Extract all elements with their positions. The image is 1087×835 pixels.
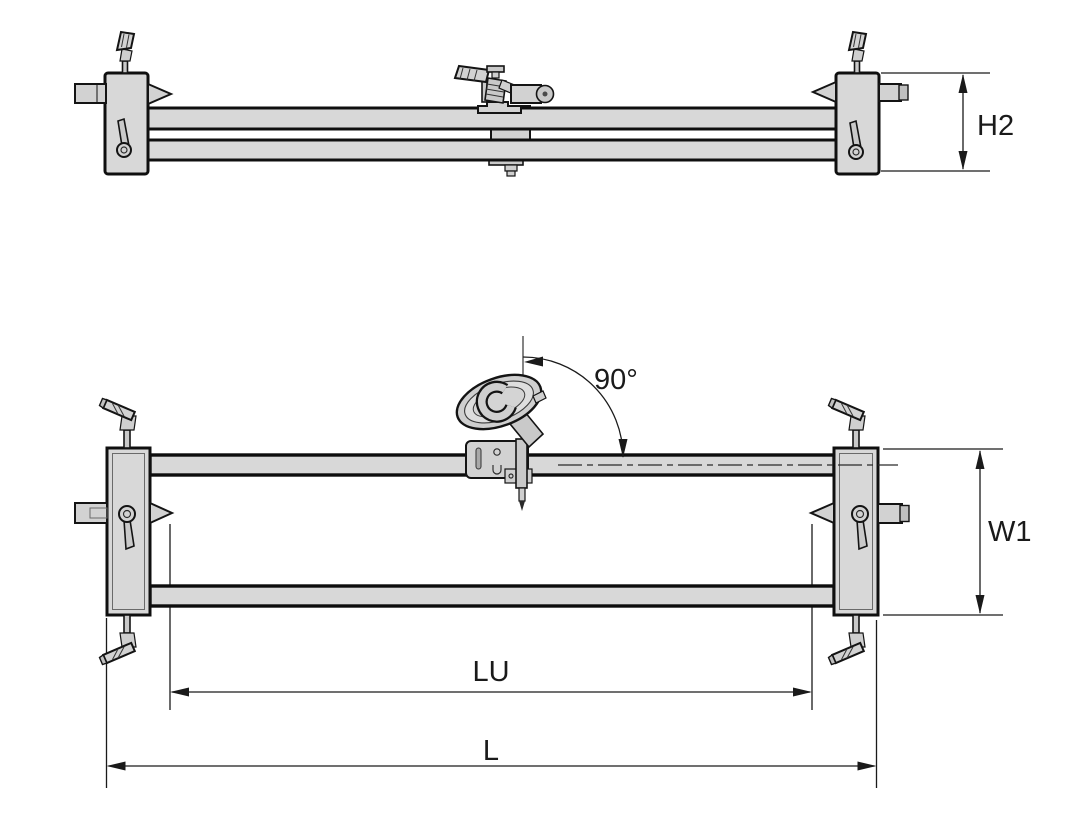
angle-arc bbox=[522, 356, 624, 458]
right-cone-pointer bbox=[810, 80, 837, 104]
angle-annotation: 90° bbox=[522, 356, 638, 458]
holder-lever bbox=[453, 64, 491, 84]
dial-lug bbox=[532, 390, 547, 404]
indicator-carriage bbox=[465, 438, 533, 511]
lu-arrow-left bbox=[170, 687, 189, 697]
clamp-top-right bbox=[827, 397, 866, 449]
holder-top-cap bbox=[486, 65, 505, 73]
plan-right-block bbox=[808, 397, 910, 666]
dimension-h2: H2 bbox=[881, 72, 1014, 172]
probe-spindle bbox=[515, 438, 528, 489]
angle-arrow-down bbox=[618, 439, 628, 458]
angle-label: 90° bbox=[594, 364, 638, 396]
lu-arrow-right bbox=[793, 687, 812, 697]
dimension-l: L bbox=[106, 735, 877, 771]
plan-rear-rail bbox=[148, 584, 836, 608]
clamp-bottom-right bbox=[827, 614, 866, 666]
h2-arrow-up bbox=[958, 74, 968, 93]
w1-arrow-down bbox=[975, 595, 985, 614]
dimension-lu: LU bbox=[170, 656, 812, 697]
right-top-knob bbox=[848, 31, 867, 74]
plan-left-cone bbox=[149, 501, 175, 525]
left-top-knob bbox=[116, 31, 135, 74]
clamp-bottom-left bbox=[98, 614, 137, 666]
h2-label: H2 bbox=[977, 110, 1014, 142]
carriage-slot bbox=[475, 447, 482, 470]
plan-left-block bbox=[74, 397, 175, 666]
l-arrow-left bbox=[106, 761, 126, 771]
left-cone-pointer bbox=[147, 82, 174, 106]
w1-arrow-up bbox=[975, 450, 985, 469]
right-side-tab bbox=[878, 83, 902, 102]
w1-label: W1 bbox=[988, 516, 1032, 548]
dimension-w1: W1 bbox=[883, 448, 1032, 616]
probe-holder-assembly bbox=[453, 64, 555, 114]
h2-arrow-down bbox=[958, 151, 968, 170]
angle-arrow-left bbox=[524, 356, 543, 367]
plan-left-tab bbox=[74, 502, 108, 524]
left-side-tab bbox=[74, 83, 107, 104]
plan-right-tab bbox=[877, 503, 903, 524]
elevation-lower-rail bbox=[146, 138, 838, 162]
l-label: L bbox=[483, 735, 499, 767]
top-plan-view: 90° W1 LU L bbox=[74, 336, 1032, 788]
elevation-right-block bbox=[810, 31, 909, 176]
elevation-left-block bbox=[74, 31, 174, 176]
probe-tip bbox=[519, 501, 525, 511]
l-arrow-right bbox=[857, 761, 877, 771]
lu-label: LU bbox=[472, 656, 509, 688]
plan-right-cone bbox=[808, 501, 835, 525]
carriage-hole bbox=[493, 448, 501, 456]
front-elevation-view: H2 bbox=[74, 31, 1014, 177]
dial-indicator bbox=[455, 373, 547, 449]
clamp-top-left bbox=[98, 397, 137, 449]
